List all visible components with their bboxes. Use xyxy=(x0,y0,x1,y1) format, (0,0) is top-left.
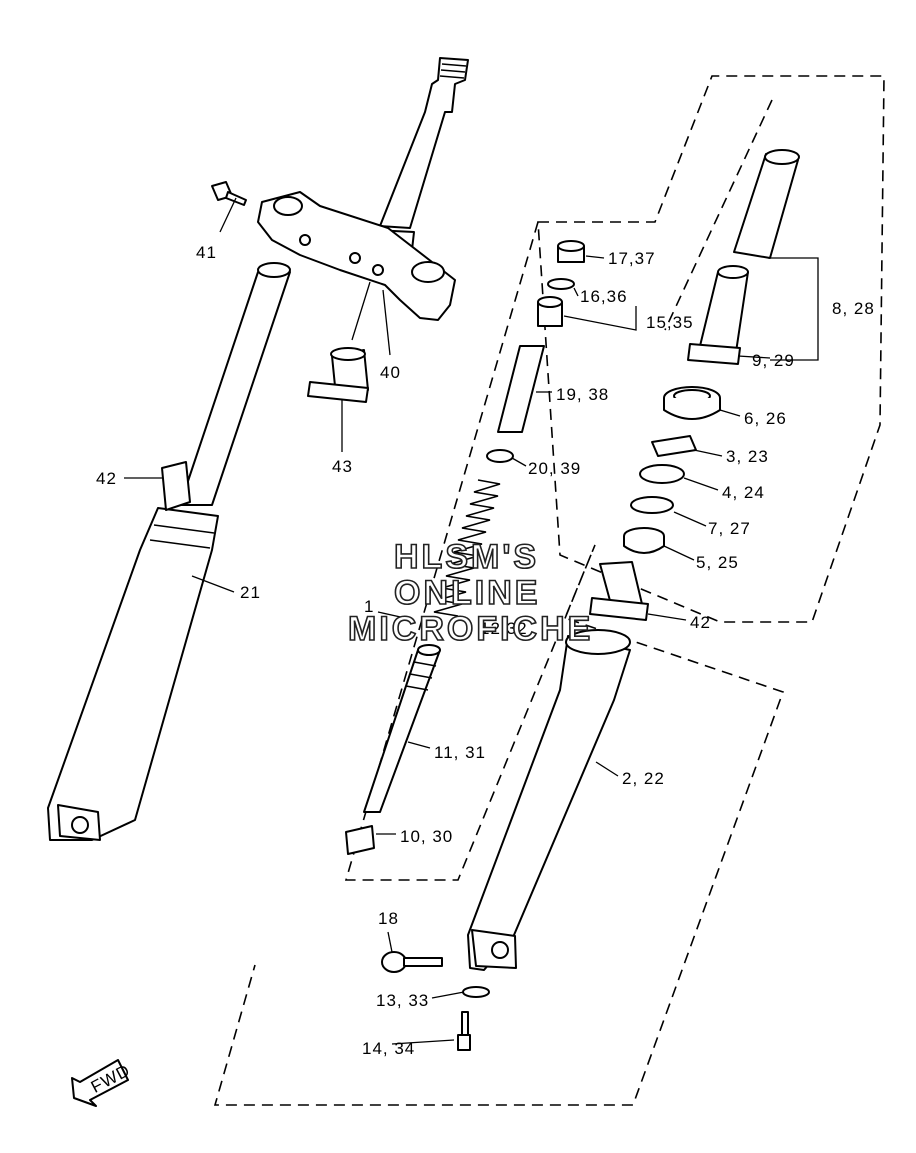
left-outer-tube xyxy=(47,461,219,841)
slide-metal-5 xyxy=(623,527,665,554)
callout-4-24: 4, 24 xyxy=(722,483,765,502)
callout-15-35: 15,35 xyxy=(646,313,694,332)
right-outer-tube xyxy=(467,629,631,971)
callout-14-34: 14, 34 xyxy=(362,1039,415,1058)
callout-43: 43 xyxy=(332,457,353,476)
gasket-13 xyxy=(462,986,490,998)
callout-5-25: 5, 25 xyxy=(696,553,739,572)
clip-3 xyxy=(651,435,697,457)
callout-10-30: 10, 30 xyxy=(400,827,453,846)
watermark-line-2: ONLINE xyxy=(394,574,540,612)
o-ring-16 xyxy=(547,278,575,290)
washer-20 xyxy=(486,449,514,463)
callout-42-left: 42 xyxy=(96,469,117,488)
callout-8-28: 8, 28 xyxy=(832,299,875,318)
callout-18: 18 xyxy=(378,909,399,928)
callout-17-37: 17,37 xyxy=(608,249,656,268)
bolt-41 xyxy=(211,181,247,206)
watermark-line-1: HLSM'S xyxy=(394,538,539,576)
drain-screw-14 xyxy=(457,1011,471,1051)
callout-40: 40 xyxy=(380,363,401,382)
callout-3-23: 3, 23 xyxy=(726,447,769,466)
callout-12-32: 12,32 xyxy=(480,619,528,638)
lower-group-outline xyxy=(213,221,785,1106)
adjuster-15 xyxy=(537,296,563,327)
lock-piece-10 xyxy=(345,825,375,855)
washer-7 xyxy=(630,496,674,514)
left-inner-tube xyxy=(179,262,291,506)
callout-19-38: 19, 38 xyxy=(556,385,609,404)
callout-1: 1 xyxy=(364,597,374,616)
callout-11-31: 11, 31 xyxy=(434,743,486,762)
callout-13-33: 13, 33 xyxy=(376,991,429,1010)
stem-collar-43 xyxy=(307,281,371,403)
fork-cover-8 xyxy=(733,149,800,259)
fork-cover-9 xyxy=(687,265,749,365)
callout-41: 41 xyxy=(196,243,217,262)
damper-rod-11 xyxy=(363,644,441,813)
spring-12 xyxy=(433,479,501,617)
bolt-18 xyxy=(381,951,443,973)
callout-42-right: 42 xyxy=(690,613,711,632)
inner-group-outline xyxy=(664,99,773,331)
reflector-bracket-42 xyxy=(589,561,649,621)
fwd-arrow-icon: FWD xyxy=(71,1059,134,1107)
cap-bolt-17 xyxy=(557,240,585,263)
callout-2-22: 2, 22 xyxy=(622,769,665,788)
watermark-line-3: MICROFICHE xyxy=(348,610,593,648)
watermark: HLSM'S ONLINE MICROFICHE xyxy=(347,537,593,649)
under-bracket xyxy=(257,191,456,321)
callout-6-26: 6, 26 xyxy=(744,409,787,428)
callout-16-36: 16,36 xyxy=(580,287,628,306)
callout-20-39: 20, 39 xyxy=(528,459,581,478)
oil-seal-4 xyxy=(639,464,685,484)
leader-lines xyxy=(124,197,819,1045)
steering-stem xyxy=(369,57,469,251)
callout-9-29: 9, 29 xyxy=(752,351,795,370)
dust-seal-6 xyxy=(663,386,721,420)
spacer-19 xyxy=(497,345,545,433)
callout-21: 21 xyxy=(240,583,261,602)
callout-7-27: 7, 27 xyxy=(708,519,751,538)
